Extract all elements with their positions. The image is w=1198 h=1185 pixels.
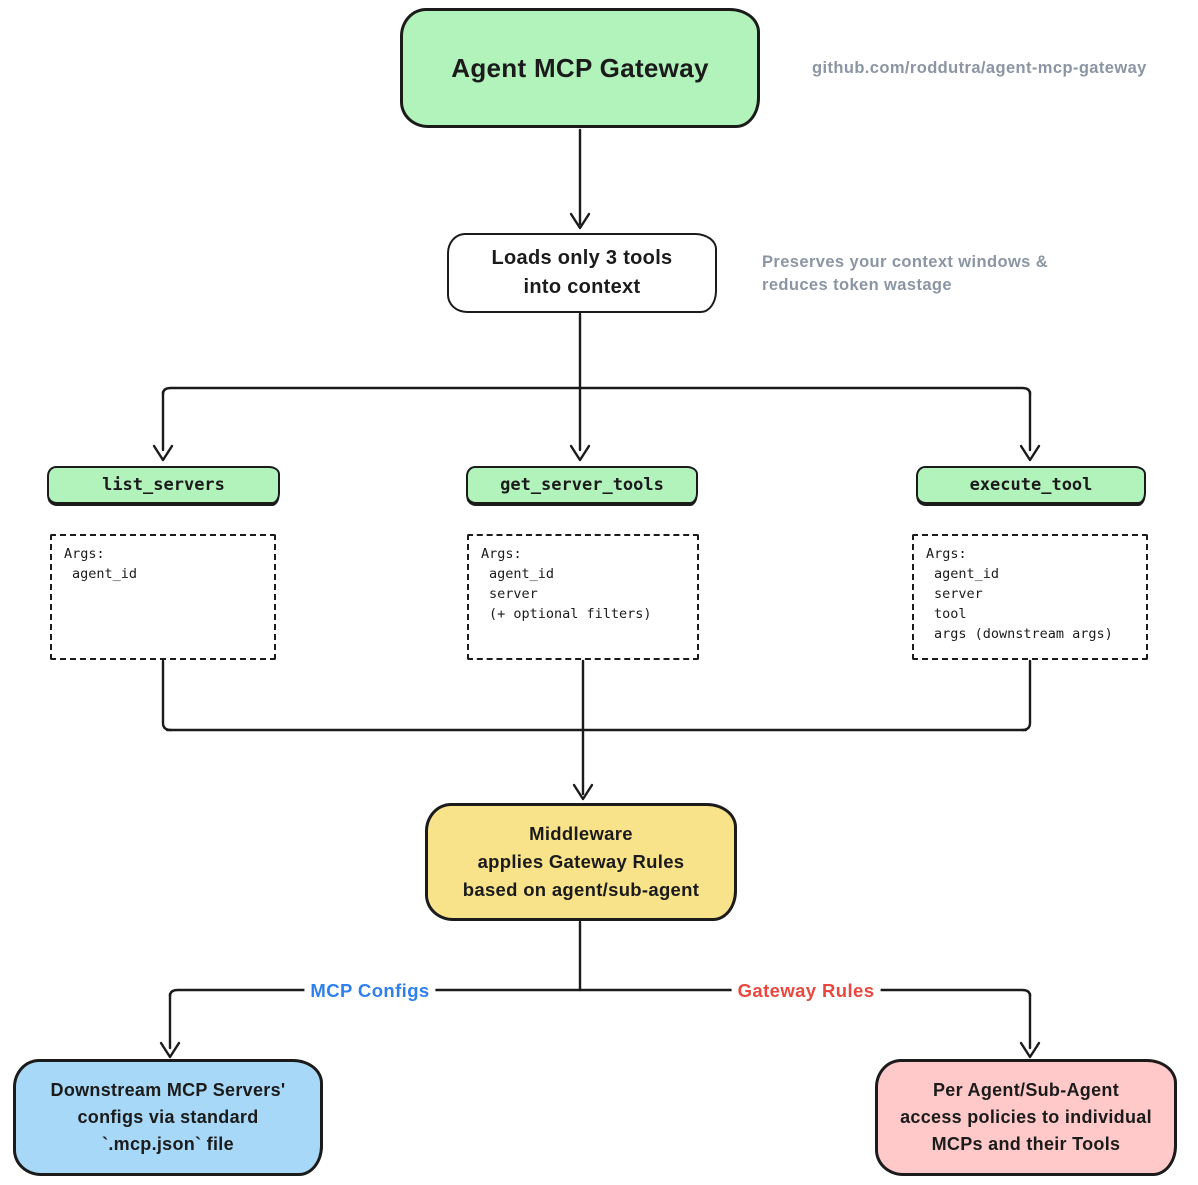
- edge-label-mcp-configs: MCP Configs: [304, 980, 436, 1002]
- tool-name: get_server_tools: [500, 475, 664, 495]
- arrowhead-execute-tool: [1019, 444, 1041, 462]
- tool-name: list_servers: [102, 475, 225, 495]
- connector-merge-left: [161, 659, 173, 732]
- gateway-rules-label: Per Agent/Sub-Agent access policies to i…: [900, 1080, 1152, 1154]
- arg-item: agent_id: [934, 565, 1000, 582]
- repo-annotation: github.com/roddutra/agent-mcp-gateway: [812, 59, 1147, 77]
- middleware-label: Middleware applies Gateway Rules based o…: [462, 823, 700, 900]
- gateway-rules-node: Per Agent/Sub-Agent access policies to i…: [875, 1059, 1177, 1176]
- context-node-label: Loads only 3 tools into context: [491, 247, 673, 298]
- args-label: Args:: [926, 546, 967, 562]
- arg-item: (+ optional filters): [489, 605, 652, 622]
- gateway-title: Agent MCP Gateway: [451, 52, 709, 83]
- args-label: Args:: [481, 546, 522, 562]
- mcp-configs-node: Downstream MCP Servers' configs via stan…: [13, 1059, 323, 1176]
- args-card-get-server-tools: Args: agent_id server (+ optional filter…: [467, 534, 699, 660]
- arrowhead-get-server-tools: [569, 444, 591, 462]
- context-annotation: Preserves your context windows & reduces…: [762, 253, 1049, 295]
- arrowhead-context: [569, 212, 591, 230]
- arg-item: agent_id: [72, 565, 138, 582]
- connector-bottom-horizontal: [168, 988, 1032, 998]
- arg-item: tool: [934, 605, 967, 622]
- args-card-list-servers: Args: agent_id: [50, 534, 276, 660]
- connector-merge-right: [1020, 659, 1032, 732]
- gateway-title-node: Agent MCP Gateway: [400, 8, 760, 128]
- arrowhead-list-servers: [152, 444, 174, 462]
- mcp-configs-label: Downstream MCP Servers' configs via stan…: [50, 1080, 286, 1154]
- arg-item: server: [489, 585, 538, 602]
- arg-item: args (downstream args): [934, 625, 1113, 642]
- arrowhead-gateway-rules: [1019, 1041, 1041, 1059]
- arrowhead-middleware: [572, 783, 594, 801]
- middleware-node: Middleware applies Gateway Rules based o…: [425, 803, 737, 921]
- arrowhead-mcp-configs: [159, 1041, 181, 1059]
- edge-label-gateway-rules: Gateway Rules: [731, 980, 881, 1002]
- tool-header-list-servers: list_servers: [47, 466, 280, 504]
- args-card-execute-tool: Args: agent_id server tool args (downstr…: [912, 534, 1148, 660]
- arg-item: server: [934, 585, 983, 602]
- tool-header-execute-tool: execute_tool: [916, 466, 1146, 504]
- arg-item: agent_id: [489, 565, 555, 582]
- args-label: Args:: [64, 546, 105, 562]
- context-node: Loads only 3 tools into context: [447, 233, 717, 313]
- connector-split-horizontal: [161, 386, 1032, 396]
- tool-name: execute_tool: [969, 475, 1093, 495]
- tool-header-get-server-tools: get_server_tools: [466, 466, 698, 504]
